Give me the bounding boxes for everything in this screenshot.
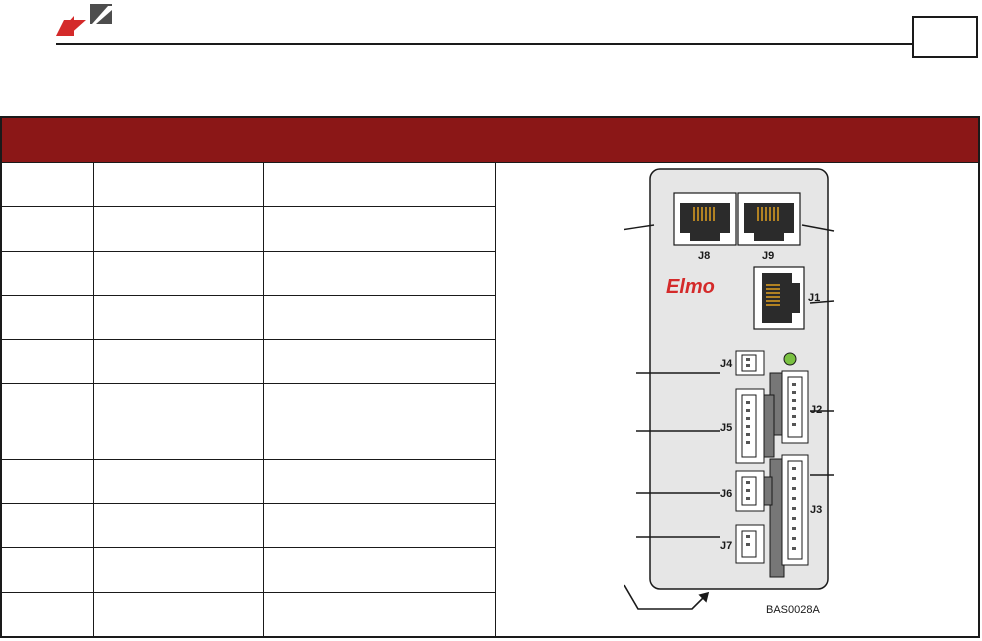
table-cell xyxy=(93,504,263,548)
table-cell xyxy=(93,592,263,637)
table-cell xyxy=(263,504,495,548)
j5-connector-icon xyxy=(736,389,774,463)
table-cell xyxy=(93,384,263,459)
label-j5: J5 xyxy=(720,422,732,434)
j3-connector-icon xyxy=(770,455,808,577)
table-cell xyxy=(1,504,93,548)
table-cell xyxy=(93,163,263,207)
table-cell xyxy=(263,340,495,384)
elmo-logo-icon xyxy=(56,2,116,38)
table-cell xyxy=(1,548,93,592)
j8-rj-port-icon xyxy=(674,193,736,245)
label-j7: J7 xyxy=(720,540,732,552)
col-header-1 xyxy=(1,117,93,163)
table-cell xyxy=(1,459,93,503)
col-header-2 xyxy=(93,117,263,163)
status-led-icon xyxy=(784,353,796,365)
label-j6: J6 xyxy=(720,488,732,500)
table-cell xyxy=(263,295,495,339)
table-cell xyxy=(263,459,495,503)
table-cell xyxy=(263,384,495,459)
j2-connector-icon xyxy=(770,371,808,443)
table-cell xyxy=(1,207,93,251)
table-cell xyxy=(93,340,263,384)
label-j8: J8 xyxy=(698,250,710,262)
table-row: J8 J9 Elmo xyxy=(1,163,979,207)
label-j9: J9 xyxy=(762,250,774,262)
table-cell xyxy=(1,163,93,207)
connector-table: J8 J9 Elmo xyxy=(0,116,980,638)
device-figure-cell: J8 J9 Elmo xyxy=(495,163,979,638)
device-diagram: J8 J9 Elmo xyxy=(624,163,982,641)
table-cell xyxy=(263,251,495,295)
label-j2: J2 xyxy=(810,404,822,416)
j4-connector-icon xyxy=(736,351,764,375)
table-cell xyxy=(1,340,93,384)
table-cell xyxy=(93,459,263,503)
table-cell xyxy=(93,295,263,339)
table-cell xyxy=(1,592,93,637)
j7-connector-icon xyxy=(736,525,764,563)
header-rule xyxy=(56,43,912,45)
table-cell xyxy=(93,548,263,592)
table-cell xyxy=(263,207,495,251)
table-cell xyxy=(1,384,93,459)
brand-logo-text: Elmo xyxy=(666,276,715,298)
table-header-row xyxy=(1,117,979,163)
j1-rj-port-icon xyxy=(754,267,804,329)
table-cell xyxy=(1,295,93,339)
table-cell xyxy=(1,251,93,295)
j9-rj-port-icon xyxy=(738,193,800,245)
figure-id: BAS0028A xyxy=(766,604,820,616)
table-cell xyxy=(263,592,495,637)
j6-connector-icon xyxy=(736,471,772,511)
table-cell xyxy=(263,163,495,207)
page-number-box xyxy=(912,16,978,58)
col-header-4 xyxy=(495,117,979,163)
label-j4: J4 xyxy=(720,358,733,370)
table-cell xyxy=(263,548,495,592)
table-cell xyxy=(93,207,263,251)
label-j3: J3 xyxy=(810,504,822,516)
table-cell xyxy=(93,251,263,295)
col-header-3 xyxy=(263,117,495,163)
